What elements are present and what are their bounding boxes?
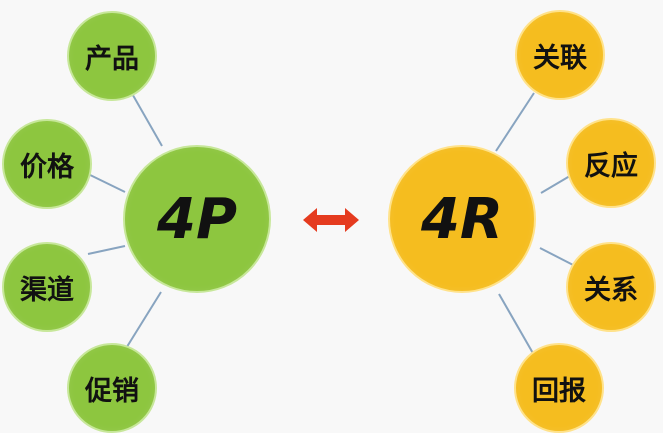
left-node-price: 价格 xyxy=(2,119,92,209)
center-label-4r: 4R xyxy=(420,186,504,252)
right-node-return: 回报 xyxy=(514,343,604,433)
right-node-relationship: 关系 xyxy=(566,242,656,332)
right-node-return-label: 回报 xyxy=(532,375,586,407)
right-node-reaction-label: 反应 xyxy=(584,150,638,182)
right-node-association-label: 关联 xyxy=(533,42,587,74)
left-node-product: 产品 xyxy=(67,11,157,101)
right-node-association: 关联 xyxy=(515,10,605,100)
left-node-price-label: 价格 xyxy=(20,151,74,183)
center-node-4p: 4P xyxy=(123,145,271,293)
left-node-promotion-label: 促销 xyxy=(85,375,139,407)
connector-right-4 xyxy=(498,293,535,356)
center-label-4p: 4P xyxy=(156,186,237,252)
relation-arrow xyxy=(303,204,359,236)
center-node-4r: 4R xyxy=(388,145,536,293)
connector-left-3 xyxy=(87,245,126,255)
right-node-reaction: 反应 xyxy=(566,118,656,208)
left-node-promotion: 促销 xyxy=(67,343,157,433)
left-node-product-label: 产品 xyxy=(85,43,139,75)
double-arrow-icon xyxy=(303,208,359,232)
right-node-relationship-label: 关系 xyxy=(584,274,638,306)
left-node-channel-label: 渠道 xyxy=(20,274,74,306)
left-node-channel: 渠道 xyxy=(2,242,92,332)
connector-left-2 xyxy=(85,172,126,193)
connector-right-1 xyxy=(495,92,535,152)
connector-left-4 xyxy=(124,291,162,351)
